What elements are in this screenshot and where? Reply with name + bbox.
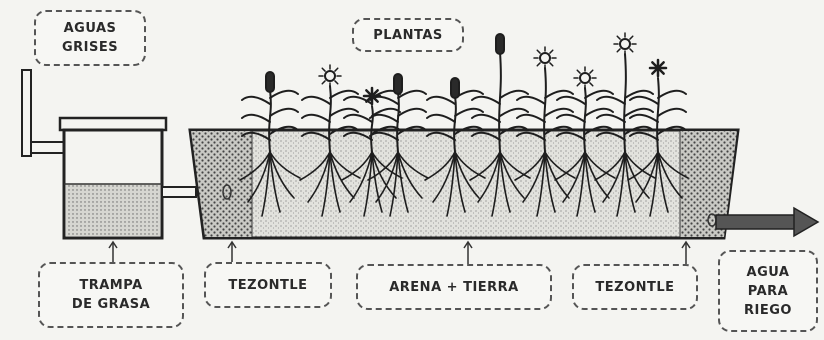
plant-leaf — [427, 115, 455, 122]
irrigation-water-label: AGUA PARA RIEGO — [718, 250, 818, 332]
connecting-pipe — [162, 187, 196, 197]
plant-leaf — [270, 91, 298, 98]
plant-leaf — [472, 97, 500, 104]
grease-trap-label: TRAMPA DE GRASA — [38, 262, 184, 328]
plant-leaf — [370, 115, 398, 122]
plant-leaf — [517, 115, 545, 122]
plant-leaf — [242, 97, 270, 104]
grease-trap-line-2: DE GRASA — [72, 295, 150, 314]
plants-label: PLANTAS — [352, 18, 464, 52]
flower-head — [540, 53, 550, 63]
flower-head — [620, 39, 630, 49]
plant-leaf — [302, 115, 330, 122]
plant-leaf — [597, 115, 625, 122]
greywater-line-2: GRISES — [62, 38, 118, 57]
plant-leaf — [302, 97, 330, 104]
plant-leaf — [344, 115, 372, 122]
cattail-head — [266, 72, 274, 92]
plant-leaf — [630, 115, 658, 122]
flower-petal — [335, 81, 338, 84]
irrigation-line-2: PARA — [748, 282, 788, 301]
sand-soil-text: ARENA + TIERRA — [389, 278, 519, 297]
flower-petal — [630, 36, 633, 39]
flower-petal — [617, 36, 620, 39]
plant-leaf — [630, 97, 658, 104]
outlet-arrow — [716, 208, 818, 236]
flower-petal — [577, 70, 580, 73]
plant-leaf — [427, 97, 455, 104]
flower-head — [325, 71, 335, 81]
flower-petal — [322, 68, 325, 71]
plant-leaf — [242, 115, 270, 122]
plant-leaf — [370, 97, 398, 104]
flower-head — [580, 73, 590, 83]
flower-petal — [537, 50, 540, 53]
flower-petal — [550, 63, 553, 66]
flower-petal — [617, 49, 620, 52]
tezontle-right-text: TEZONTLE — [595, 278, 674, 297]
cattail-head — [394, 74, 402, 94]
greywater-line-1: AGUAS — [64, 19, 117, 38]
plant-leaf — [398, 109, 426, 116]
flower-petal — [537, 63, 540, 66]
label-connectors — [109, 242, 690, 264]
flower-petal — [577, 83, 580, 86]
irrigation-line-3: RIEGO — [744, 301, 792, 320]
flower-petal — [630, 49, 633, 52]
plant-leaf — [472, 115, 500, 122]
plant-leaf — [557, 115, 585, 122]
plant-leaf — [557, 97, 585, 104]
cattail-head — [496, 34, 504, 54]
plants-text: PLANTAS — [373, 26, 443, 45]
flower-petal — [335, 68, 338, 71]
flower-petal — [590, 83, 593, 86]
tezontle-left-text: TEZONTLE — [228, 276, 307, 295]
plant-leaf — [658, 109, 686, 116]
flower-petal — [590, 70, 593, 73]
sand-soil-label: ARENA + TIERRA — [356, 264, 552, 310]
greywater-label: AGUAS GRISES — [34, 10, 146, 66]
grease-trap-line-1: TRAMPA — [79, 276, 142, 295]
plant-leaf — [270, 109, 298, 116]
flower-petal — [550, 50, 553, 53]
plant-leaf — [658, 91, 686, 98]
grease-trap-tank — [60, 118, 166, 238]
tezontle-left-label: TEZONTLE — [204, 262, 332, 308]
tezontle-right-label: TEZONTLE — [572, 264, 698, 310]
plant-leaf — [597, 97, 625, 104]
irrigation-line-1: AGUA — [747, 263, 790, 282]
plant-leaf — [517, 97, 545, 104]
flower-petal — [322, 81, 325, 84]
cattail-head — [451, 78, 459, 98]
